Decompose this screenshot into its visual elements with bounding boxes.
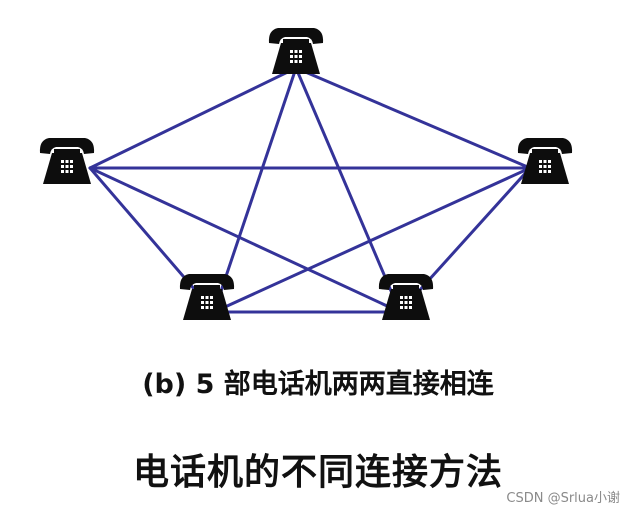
link-left-bottom-left — [88, 166, 216, 314]
link-right-bottom-right — [398, 166, 532, 314]
page-title: 电话机的不同连接方法 — [132, 452, 503, 493]
link-top-left — [88, 66, 298, 170]
telephone-icon — [179, 274, 235, 320]
telephone-icon — [39, 138, 95, 184]
telephones — [39, 28, 573, 320]
link-top-bottom-left — [212, 66, 298, 314]
connection-lines — [88, 66, 532, 314]
telephone-icon — [517, 138, 573, 184]
link-top-bottom-right — [294, 66, 402, 314]
link-top-right — [294, 66, 532, 170]
telephone-icon — [268, 28, 324, 74]
watermark: CSDN @Srlua小谢 — [506, 491, 620, 506]
diagram-subcaption: (b) 5 部电话机两两直接相连 — [142, 369, 494, 400]
link-right-bottom-left — [212, 166, 532, 314]
link-left-bottom-right — [88, 166, 402, 314]
telephone-icon — [378, 274, 434, 320]
